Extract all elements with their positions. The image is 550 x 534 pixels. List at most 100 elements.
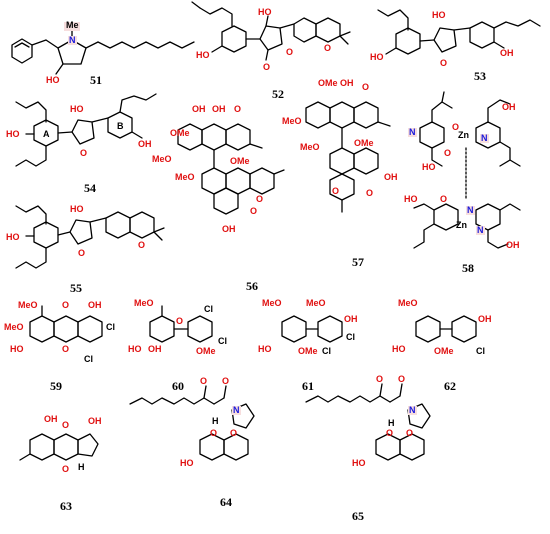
compound-number-51: 51 bbox=[90, 73, 102, 87]
oh-57a: OH bbox=[340, 78, 354, 88]
compound-61: MeO MeO OH Cl HO OMe Cl 61 bbox=[258, 298, 358, 393]
ho-59: HO bbox=[10, 344, 24, 354]
cl-60b: Cl bbox=[218, 336, 227, 346]
oh-58b: OH bbox=[506, 240, 520, 250]
ho-label-55: HO bbox=[6, 232, 20, 242]
o-59a: O bbox=[62, 300, 69, 310]
ho-label-53: HO bbox=[370, 52, 384, 62]
ho-64: HO bbox=[180, 458, 194, 468]
compound-number-65: 65 bbox=[352, 509, 364, 523]
oh-62a: OH bbox=[478, 314, 492, 324]
o-56b: O bbox=[256, 194, 263, 204]
compound-number-64: 64 bbox=[220, 495, 232, 509]
compound-number-57: 57 bbox=[352, 255, 364, 269]
compound-64: O O N H O O HO 64 bbox=[129, 376, 255, 509]
oh-61: OH bbox=[344, 314, 358, 324]
ome-62: OMe bbox=[434, 346, 454, 356]
oh-56a: OH bbox=[192, 104, 206, 114]
o-chromane-52: O bbox=[324, 43, 331, 53]
ome-56a: OMe bbox=[170, 128, 190, 138]
zn-58a: Zn bbox=[458, 130, 469, 140]
o-58c: O bbox=[440, 194, 447, 204]
compound-number-61: 61 bbox=[302, 379, 314, 393]
o-56c: O bbox=[250, 206, 257, 216]
compound-number-56: 56 bbox=[246, 279, 258, 293]
me-label: Me bbox=[66, 20, 79, 30]
oh-63b: OH bbox=[88, 416, 102, 426]
o-57c: O bbox=[366, 188, 373, 198]
oh-top-55: HO bbox=[70, 204, 84, 214]
compound-57: OMe OH O MeO MeO OMe OH O O 57 bbox=[282, 78, 398, 269]
compound-number-55: 55 bbox=[70, 281, 82, 295]
cl-62: Cl bbox=[476, 346, 485, 356]
ho-65: HO bbox=[352, 458, 366, 468]
compound-53: HO HO OH O 53 bbox=[370, 9, 541, 83]
o-58b: O bbox=[444, 148, 451, 158]
n-58b: N bbox=[481, 133, 488, 143]
o-63a: O bbox=[62, 420, 69, 430]
n-58a: N bbox=[409, 127, 416, 137]
compound-59: MeO O OH MeO Cl HO O Cl 59 bbox=[4, 300, 115, 393]
compound-62: MeO OH HO OMe Cl 62 bbox=[392, 298, 492, 393]
compound-number-58: 58 bbox=[462, 261, 474, 275]
meo-60: MeO bbox=[134, 298, 154, 308]
o-65b: O bbox=[398, 374, 405, 384]
h-65: H bbox=[388, 418, 395, 428]
oh-56b: OH bbox=[212, 104, 226, 114]
oh-60: OH bbox=[148, 344, 162, 354]
o-chromane-55: O bbox=[138, 240, 145, 250]
oh-right-53: OH bbox=[500, 48, 514, 58]
o-56a: O bbox=[234, 104, 241, 114]
o-59b: O bbox=[62, 344, 69, 354]
meo-56a: MeO bbox=[152, 154, 172, 164]
cl-61b: Cl bbox=[322, 346, 331, 356]
n-65: N bbox=[409, 405, 416, 415]
compound-58: N O Zn OH N HO O HO O N Zn N OH 58 bbox=[404, 91, 521, 275]
oh-right-54: OH bbox=[138, 139, 152, 149]
h-63: H bbox=[78, 462, 85, 472]
meo-56b: MeO bbox=[175, 172, 195, 182]
ho-62: HO bbox=[392, 344, 406, 354]
o-60: O bbox=[176, 316, 183, 326]
o-64a: O bbox=[200, 376, 207, 386]
oh-label-52: HO bbox=[258, 7, 272, 17]
ring-a-label: A bbox=[43, 129, 50, 139]
meo-61a: MeO bbox=[262, 298, 282, 308]
meo-59b: MeO bbox=[4, 322, 24, 332]
n-58d: N bbox=[477, 225, 484, 235]
o-65d: O bbox=[406, 428, 413, 438]
o-label-53: O bbox=[440, 58, 447, 68]
meo-57a: MeO bbox=[282, 116, 302, 126]
h-64: H bbox=[212, 416, 219, 426]
meo-61b: MeO bbox=[306, 298, 326, 308]
compound-65: O O N H O O HO 65 bbox=[305, 374, 431, 523]
o-65c: O bbox=[386, 428, 393, 438]
ho-58b: HO bbox=[404, 194, 418, 204]
ho-60a: HO bbox=[128, 344, 142, 354]
cl-59b: Cl bbox=[84, 354, 93, 364]
ome-56b: OMe bbox=[230, 156, 250, 166]
compound-54: HO HO OH O A B 54 bbox=[6, 93, 157, 195]
oh-58a: OH bbox=[502, 102, 516, 112]
ho-61: HO bbox=[258, 344, 272, 354]
compound-51: Me N HO 51 bbox=[11, 20, 195, 87]
o-label-54: O bbox=[80, 148, 87, 158]
ho-58a: HO bbox=[422, 162, 436, 172]
ho-label: HO bbox=[46, 75, 60, 85]
compound-number-62: 62 bbox=[444, 379, 456, 393]
o-58a: O bbox=[452, 122, 459, 132]
compound-55: HO HO O O 55 bbox=[6, 204, 165, 295]
compound-number-60: 60 bbox=[172, 379, 184, 393]
n-label: N bbox=[69, 35, 76, 45]
meo-59a: MeO bbox=[18, 300, 38, 310]
oh-57b: OH bbox=[384, 172, 398, 182]
oh-top-54: HO bbox=[70, 104, 84, 114]
compound-number-54: 54 bbox=[84, 181, 96, 195]
o-63b: O bbox=[62, 464, 69, 474]
ho-label-52: HO bbox=[196, 50, 210, 60]
o-64c: O bbox=[210, 428, 217, 438]
o-ring-label-52: O bbox=[286, 47, 293, 57]
compound-number-53: 53 bbox=[474, 69, 486, 83]
ome-57a: OMe bbox=[318, 78, 338, 88]
